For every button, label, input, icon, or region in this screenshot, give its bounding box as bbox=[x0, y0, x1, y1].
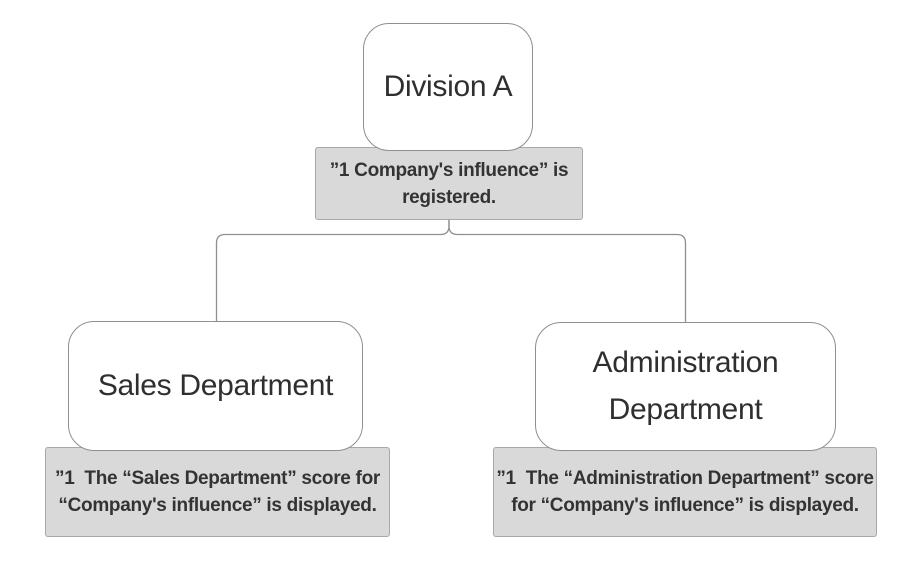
node-administration-department: Administration Department bbox=[535, 322, 836, 451]
annotation-administration-department-line1: ”1 The “Administration Department” score bbox=[496, 468, 874, 489]
annotation-administration-department-line2: for “Company's influence” is displayed. bbox=[511, 495, 859, 516]
annotation-division-a-line2: registered. bbox=[402, 186, 496, 208]
annotation-sales-department-line2: “Company's influence” is displayed. bbox=[58, 495, 377, 516]
annotation-division-a-line1: ”1 Company's influence” is bbox=[329, 159, 569, 181]
node-administration-department-label: Administration Department bbox=[592, 346, 779, 426]
node-division-a-label: Division A bbox=[383, 69, 513, 103]
annotation-division-a: ”1 Company's influence” is registered. bbox=[315, 147, 583, 220]
annotation-administration-department: ”1 The “Administration Department” score… bbox=[493, 447, 877, 537]
annotation-sales-department: ”1 The “Sales Department” score for “Com… bbox=[45, 447, 390, 537]
connector-to-sales-department bbox=[215, 219, 450, 324]
annotation-sales-department-line1: ”1 The “Sales Department” score for bbox=[55, 468, 380, 489]
connector-to-administration-department bbox=[448, 219, 687, 325]
node-division-a: Division A bbox=[363, 23, 533, 151]
node-sales-department: Sales Department bbox=[68, 321, 363, 451]
node-sales-department-label: Sales Department bbox=[97, 368, 334, 402]
